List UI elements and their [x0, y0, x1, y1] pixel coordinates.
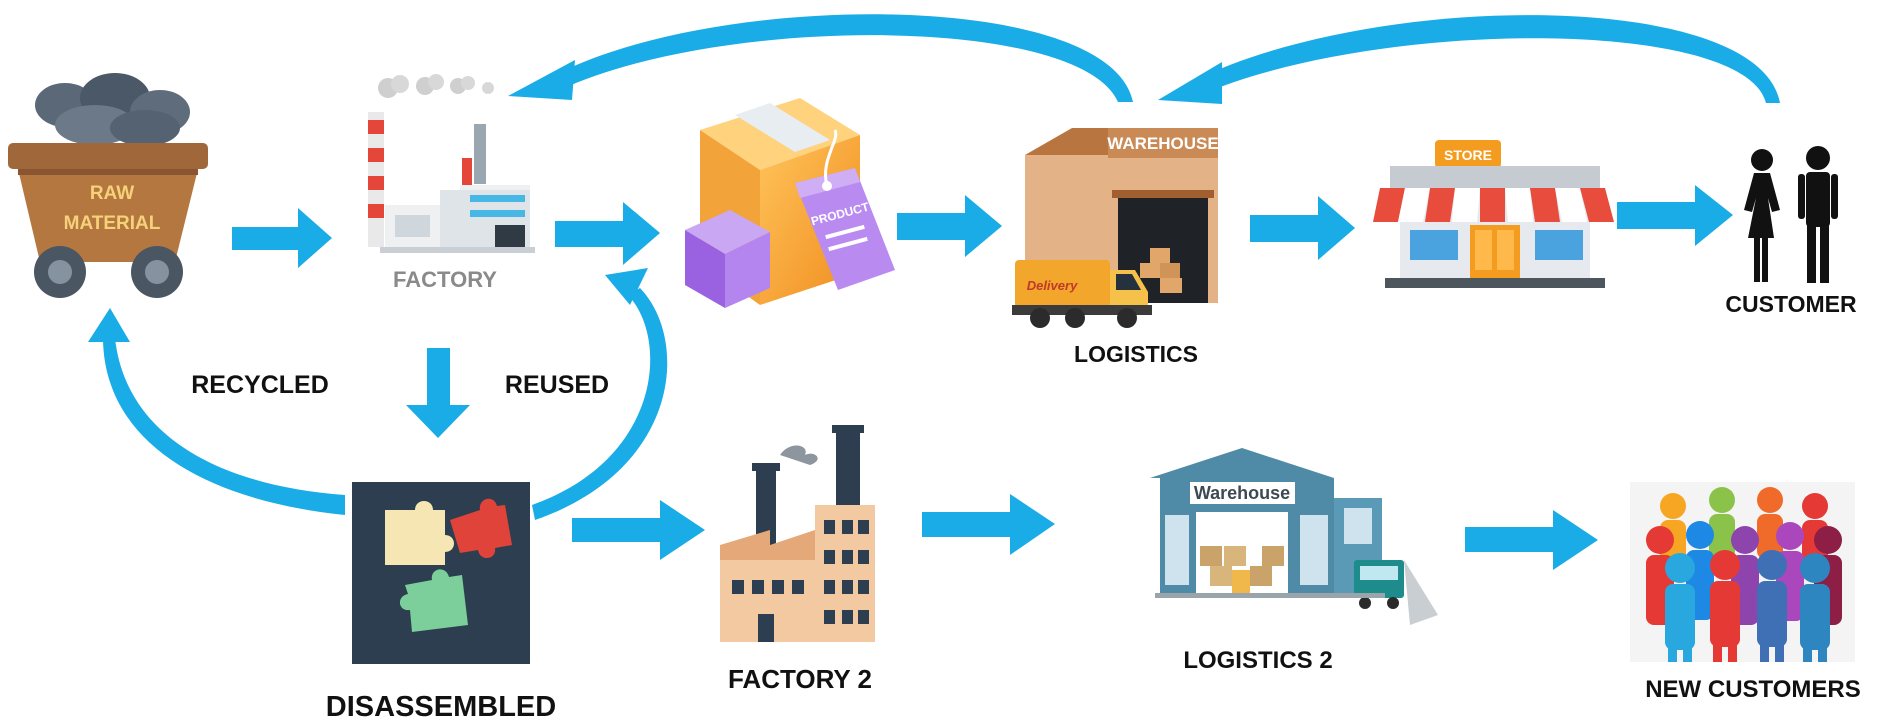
curved-arrow-head [88, 308, 130, 342]
warehouse-2-sign: Warehouse [1194, 483, 1290, 503]
arrow-factory-to-disassembled [406, 348, 470, 438]
factory-2-label: FACTORY 2 [728, 664, 872, 694]
arrow-factory-to-product [555, 202, 660, 265]
customer-label: CUSTOMER [1725, 291, 1857, 317]
recycled-label: RECYCLED [191, 371, 329, 399]
delivery-truck-sign: Delivery [1027, 278, 1078, 293]
arrow-product-to-logistics [897, 195, 1002, 257]
new-customers-label: NEW CUSTOMERS [1645, 676, 1861, 703]
curved-arrows [88, 14, 1780, 520]
curved-arrow-head [1158, 62, 1222, 104]
arrow-raw-to-factory [232, 208, 332, 268]
warehouse-truck-icon [1012, 128, 1218, 328]
straight-arrows [232, 185, 1733, 570]
factory-label: FACTORY [393, 267, 497, 292]
arrow-store-to-customer [1617, 185, 1733, 246]
raw-material-label-line1: RAW [90, 183, 134, 204]
raw-material-label-line2: MATERIAL [64, 213, 161, 234]
logistics-label: LOGISTICS [1074, 341, 1198, 367]
arrow-logistics-to-store [1250, 196, 1355, 260]
curved-arrow-reused [532, 288, 668, 520]
store-icon [1373, 140, 1614, 288]
curved-arrow-head [508, 60, 575, 100]
customer-couple-icon [1744, 146, 1838, 283]
arrow-disassembled-to-factory2 [572, 500, 705, 560]
mine-cart-icon [8, 73, 208, 298]
logistics-2-label: LOGISTICS 2 [1183, 647, 1332, 674]
warehouse-sign: WAREHOUSE [1107, 134, 1218, 153]
warehouse-2-icon [1150, 448, 1438, 625]
factory-icon [368, 74, 535, 253]
curved-arrow-recycled [103, 338, 345, 515]
reused-label: REUSED [505, 371, 609, 399]
factory-2-icon [720, 425, 875, 642]
curved-arrow-customer-to-logistics [1195, 15, 1780, 103]
disassembled-label: DISASSEMBLED [326, 691, 556, 723]
curved-arrow-head [605, 268, 648, 305]
product-box-icon [685, 98, 895, 308]
arrow-logistics2-to-newcustomers [1465, 510, 1598, 570]
puzzle-pieces-icon [352, 482, 530, 664]
crowd-icon [1630, 482, 1855, 662]
store-sign: STORE [1444, 147, 1492, 163]
curved-arrow-logistics-to-factory [555, 14, 1133, 102]
arrow-factory2-to-logistics2 [922, 494, 1055, 555]
